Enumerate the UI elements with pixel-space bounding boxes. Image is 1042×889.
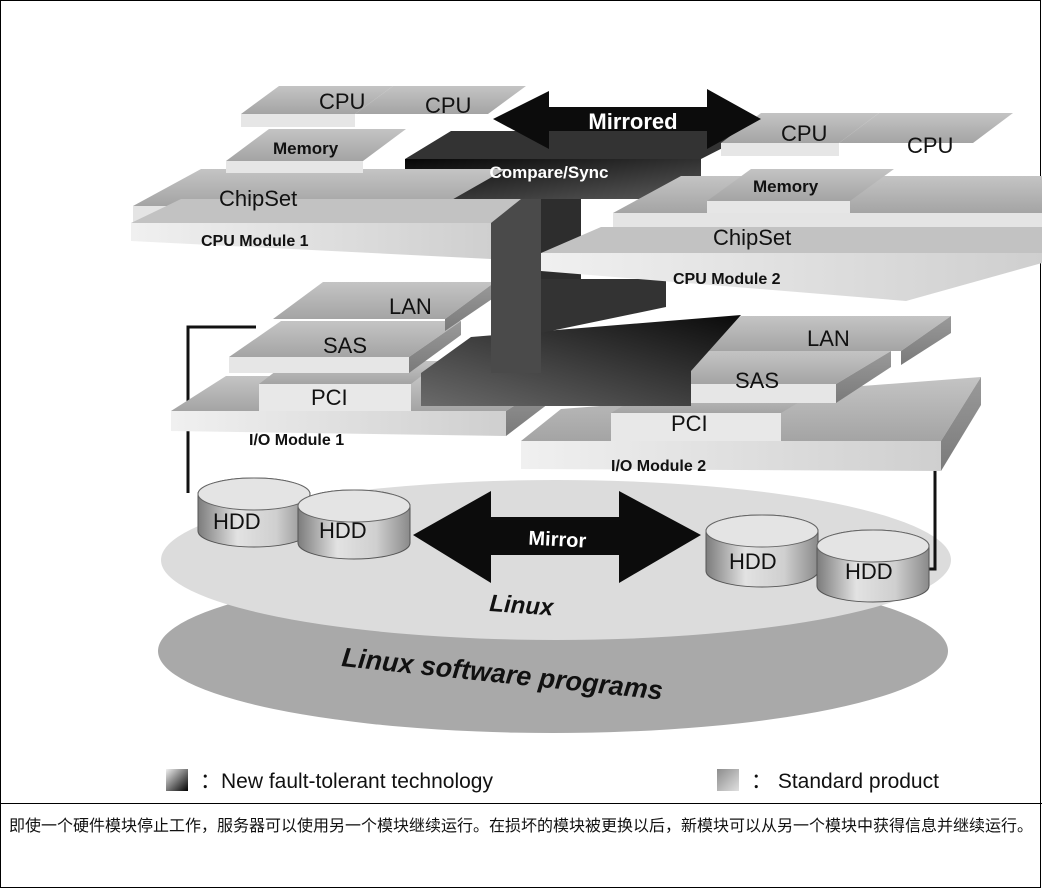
hdd-group-2 bbox=[705, 514, 930, 603]
cpu-module-1-title: CPU Module 1 bbox=[201, 233, 309, 250]
cpu1-memory-label: Memory bbox=[273, 139, 339, 158]
legend-standard: ： Standard product bbox=[717, 765, 939, 795]
compare-sync-label: Compare/Sync bbox=[489, 163, 608, 182]
hdd-group-1 bbox=[197, 477, 411, 560]
hdd-label-3: HDD bbox=[729, 549, 777, 574]
mirror-arrow bbox=[413, 491, 701, 583]
cpu2-cpu-b-label: CPU bbox=[907, 133, 953, 158]
io2-sas-label: SAS bbox=[735, 368, 779, 393]
cpu-module-2-title: CPU Module 2 bbox=[673, 271, 781, 288]
cpu2-memory-label: Memory bbox=[753, 177, 819, 196]
cpu1-cpu-a-label: CPU bbox=[319, 89, 365, 114]
io1-sas-label: SAS bbox=[323, 333, 367, 358]
caption-divider bbox=[1, 803, 1042, 804]
cpu1-cpu-b-label: CPU bbox=[425, 93, 471, 118]
mirror-label: Mirror bbox=[528, 528, 587, 553]
cpu2-cpu-a-label: CPU bbox=[781, 121, 827, 146]
io-module-2-title: I/O Module 2 bbox=[611, 458, 706, 475]
io1-pci-label: PCI bbox=[311, 385, 348, 410]
caption-text: 即使一个硬件模块停止工作，服务器可以使用另一个模块继续运行。在损坏的模块被更换以… bbox=[9, 816, 1034, 835]
new-ft-swatch bbox=[166, 769, 188, 791]
io2-pci-label: PCI bbox=[671, 411, 708, 436]
cpu1-chipset-label: ChipSet bbox=[219, 186, 297, 211]
io1-to-hdd-cable bbox=[186, 325, 256, 493]
cpu2-chipset-label: ChipSet bbox=[713, 225, 791, 250]
hdd-label-4: HDD bbox=[845, 559, 893, 584]
mirrored-arrow bbox=[493, 89, 761, 149]
io1-lan-label: LAN bbox=[389, 294, 432, 319]
cpu-module-1 bbox=[131, 86, 526, 259]
standard-swatch bbox=[717, 769, 739, 791]
legend-new-ft-label: ：New fault-tolerant technology bbox=[200, 770, 493, 793]
linux-label: Linux bbox=[489, 590, 556, 622]
hdd-label-2: HDD bbox=[319, 518, 367, 543]
mirrored-label: Mirrored bbox=[588, 109, 677, 134]
io-module-1-title: I/O Module 1 bbox=[249, 432, 344, 449]
legend: ：New fault-tolerant technology ： Standar… bbox=[1, 765, 1042, 795]
ft-server-diagram: Mirrored Compare/Sync CPU CPU Memory Chi… bbox=[131, 86, 1042, 733]
cpu-module-2 bbox=[541, 113, 1042, 301]
hdd-label-1: HDD bbox=[213, 509, 261, 534]
io2-lan-label: LAN bbox=[807, 326, 850, 351]
legend-new-ft: ：New fault-tolerant technology bbox=[166, 765, 493, 795]
legend-standard-label: ： Standard product bbox=[751, 770, 939, 793]
